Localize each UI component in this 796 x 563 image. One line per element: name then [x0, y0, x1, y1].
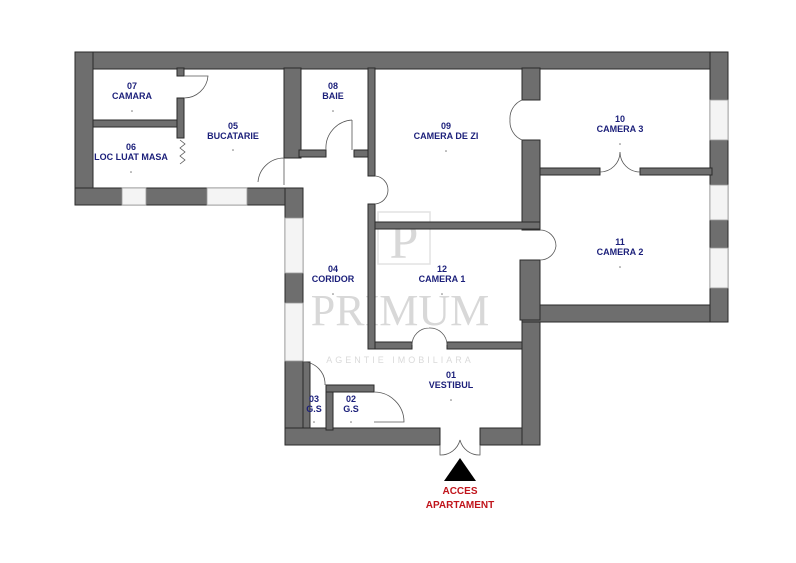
entrance-label-line2: APARTAMENT	[426, 500, 495, 511]
room-12-camera-1: 12 CAMERA 1	[419, 264, 466, 295]
room-01-vestibul: 01 VESTIBUL	[429, 370, 474, 401]
room-name: CAMERA 3	[597, 124, 644, 134]
room-number: 05	[228, 121, 238, 131]
room-number: 07	[127, 81, 137, 91]
entrance-arrow-icon	[444, 458, 476, 481]
room-05-bucatarie: 05 BUCATARIE	[207, 121, 259, 151]
room-number: 04	[328, 264, 338, 274]
room-08-baie: 08 BAIE	[322, 81, 344, 112]
room-number: 03	[309, 394, 319, 404]
room-number: 08	[328, 81, 338, 91]
windows	[121, 99, 729, 362]
room-07-camara: 07 CAMARA	[112, 81, 152, 112]
room-number: 01	[446, 370, 456, 380]
entrance-marker: ACCES APARTAMENT	[426, 458, 495, 511]
room-02-gs: 02 G.S	[343, 394, 359, 423]
room-10-camera-3: 10 CAMERA 3	[597, 114, 644, 145]
room-number: 11	[615, 237, 625, 247]
watermark-name: PRIMUM	[311, 286, 490, 335]
room-name: VESTIBUL	[429, 380, 474, 390]
room-name: CORIDOR	[312, 274, 355, 284]
room-09-camera-de-zi: 09 CAMERA DE ZI	[414, 121, 479, 152]
room-name: G.S	[343, 404, 359, 414]
room-number: 06	[126, 142, 136, 152]
room-number: 09	[441, 121, 451, 131]
room-number: 02	[346, 394, 356, 404]
room-name: LOC LUAT MASA	[94, 152, 168, 162]
room-06-loc-luat-masa: 06 LOC LUAT MASA	[94, 142, 168, 173]
room-name: BUCATARIE	[207, 131, 259, 141]
room-04-coridor: 04 CORIDOR	[312, 264, 355, 295]
room-number: 12	[437, 264, 447, 274]
room-labels: 07 CAMARA 06 LOC LUAT MASA 05 BUCATARIE …	[94, 81, 643, 423]
room-03-gs: 03 G.S	[306, 394, 322, 423]
room-name: CAMERA 1	[419, 274, 466, 284]
room-number: 10	[615, 114, 625, 124]
room-name: CAMERA 2	[597, 247, 644, 257]
room-name: CAMARA	[112, 91, 152, 101]
entrance-label-line1: ACCES	[442, 486, 477, 497]
watermark: P PRIMUM AGENTIE IMOBILIARA	[311, 211, 490, 365]
room-name: BAIE	[322, 91, 344, 101]
room-name: G.S	[306, 404, 322, 414]
room-11-camera-2: 11 CAMERA 2	[597, 237, 644, 268]
room-name: CAMERA DE ZI	[414, 131, 479, 141]
doors	[179, 75, 641, 456]
watermark-subtitle: AGENTIE IMOBILIARA	[326, 355, 474, 365]
